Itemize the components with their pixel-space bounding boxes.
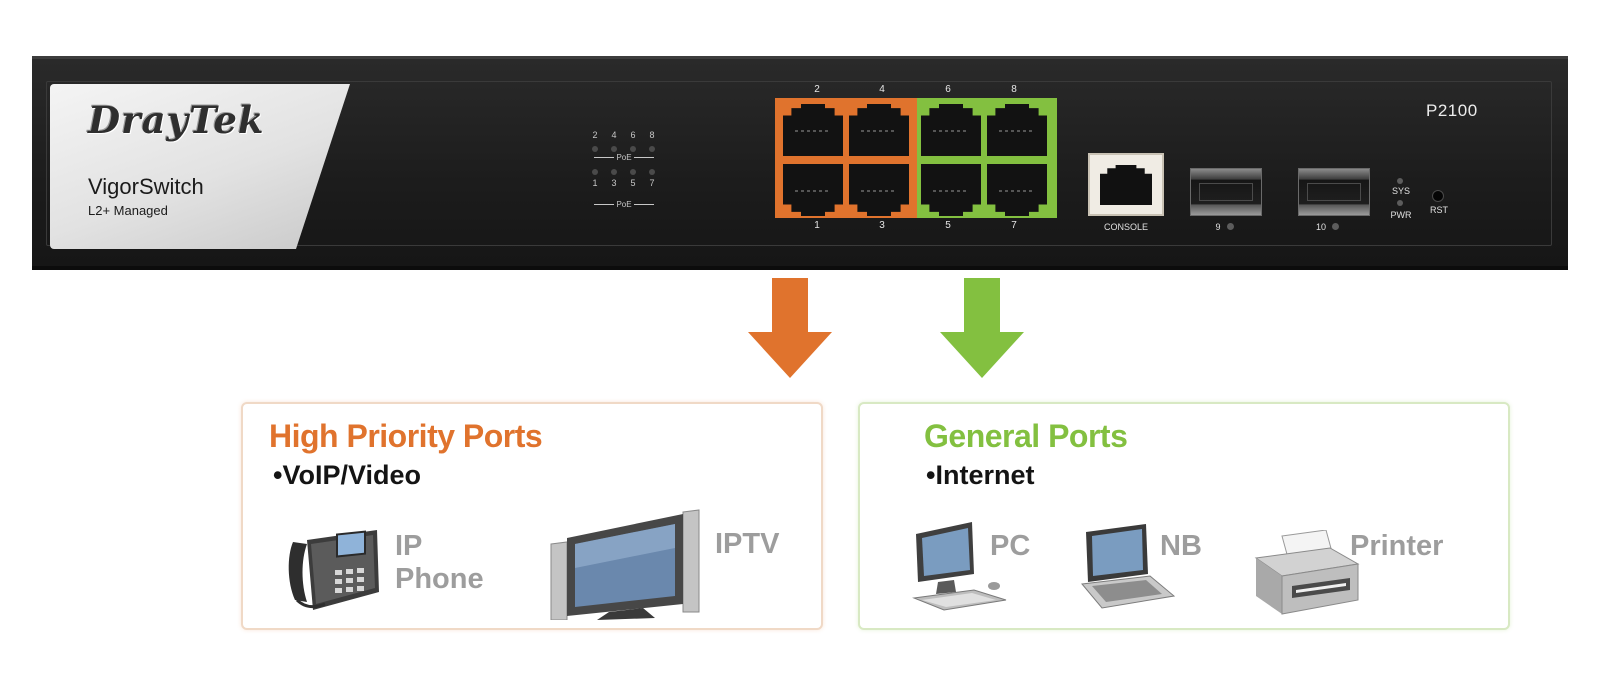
- device-label: NB: [1160, 530, 1202, 562]
- printer-icon: [1254, 530, 1360, 615]
- poe-led: [611, 146, 617, 152]
- poe-group-label: PoE: [588, 200, 660, 209]
- console-socket: [1100, 165, 1152, 205]
- sfp-led: [1227, 223, 1234, 230]
- ethernet-port-2: [783, 104, 843, 156]
- console-label: CONSOLE: [1103, 222, 1148, 232]
- chassis-panel: [46, 81, 1552, 246]
- iptv-icon: [550, 509, 700, 620]
- panel-bullet: VoIP/Video: [273, 460, 421, 491]
- sys-label: SYS: [1391, 186, 1410, 196]
- poe-led: [649, 146, 655, 152]
- ethernet-port-6: [921, 104, 981, 156]
- model-label: P2100: [1426, 101, 1478, 120]
- rst-label: RST: [1430, 205, 1448, 215]
- poe-led-number: 1: [592, 178, 598, 188]
- poe-led-number: 5: [630, 178, 636, 188]
- poe-led-number: 8: [649, 130, 655, 140]
- poe-led-number: 6: [630, 130, 636, 140]
- pwr-label: PWR: [1390, 210, 1412, 220]
- product-name: VigorSwitch: [88, 174, 204, 199]
- port-number: 2: [814, 84, 820, 95]
- poe-led: [611, 169, 617, 175]
- port-number: 1: [814, 220, 820, 231]
- sfp-port-10: [1298, 168, 1370, 216]
- sfp-cage: [1199, 183, 1253, 201]
- port-number: 8: [1011, 84, 1017, 95]
- device-label: Printer: [1350, 530, 1444, 562]
- orange-down-arrow-icon: [748, 278, 832, 378]
- ip-phone-icon: [288, 530, 379, 610]
- port-number: 5: [945, 220, 951, 231]
- high-priority-port-group: [775, 98, 917, 218]
- sfp-port-9: [1190, 168, 1262, 216]
- notebook-icon: [1081, 524, 1176, 609]
- poe-led: [630, 146, 636, 152]
- ethernet-port-5: [921, 164, 981, 216]
- port-number: 7: [1011, 220, 1017, 231]
- ethernet-port-1: [783, 164, 843, 216]
- poe-led-panel: 2 4 6 8 PoE 1 3 5 7 PoE: [588, 122, 660, 218]
- port-number: 3: [879, 220, 885, 231]
- sfp-cage: [1307, 183, 1361, 201]
- poe-group-label: PoE: [588, 153, 660, 162]
- device-label-line: Phone: [395, 563, 484, 595]
- port-number: 4: [879, 84, 885, 95]
- port-number: 6: [945, 84, 951, 95]
- sfp-port-number: 9: [1215, 222, 1221, 232]
- general-panel: General Ports Internet PC NB Printer: [858, 402, 1510, 630]
- pc-icon: [912, 522, 1007, 611]
- green-down-arrow-icon: [940, 278, 1024, 378]
- poe-led: [592, 146, 598, 152]
- sys-led: [1397, 178, 1403, 184]
- poe-led-number: 7: [649, 178, 655, 188]
- ethernet-port-7: [987, 164, 1047, 216]
- console-port: [1088, 153, 1164, 216]
- ethernet-port-4: [849, 104, 909, 156]
- brand-plate: [50, 84, 350, 249]
- ethernet-port-3: [849, 164, 909, 216]
- poe-led: [649, 169, 655, 175]
- panel-title: High Priority Ports: [269, 418, 543, 454]
- device-label: IP Phone: [395, 530, 484, 596]
- device-label: IPTV: [715, 528, 780, 560]
- poe-led-number: 4: [611, 130, 617, 140]
- poe-led-number: 3: [611, 178, 617, 188]
- ethernet-port-8: [987, 104, 1047, 156]
- general-port-group: [917, 98, 1057, 218]
- pwr-led: [1397, 200, 1403, 206]
- brand-logo: DrayTek: [88, 98, 265, 142]
- sfp-port-number: 10: [1315, 222, 1326, 232]
- high-priority-panel: High Priority Ports VoIP/Video IP Phone …: [241, 402, 823, 630]
- poe-led: [630, 169, 636, 175]
- product-subtitle: L2+ Managed: [88, 203, 168, 218]
- panel-bullet: Internet: [926, 460, 1034, 491]
- poe-led: [592, 169, 598, 175]
- sfp-led: [1332, 223, 1339, 230]
- poe-led-number: 2: [592, 130, 598, 140]
- reset-button: [1432, 190, 1444, 202]
- device-label-line: IP: [395, 530, 423, 562]
- device-label: PC: [990, 530, 1031, 562]
- panel-title: General Ports: [924, 418, 1128, 454]
